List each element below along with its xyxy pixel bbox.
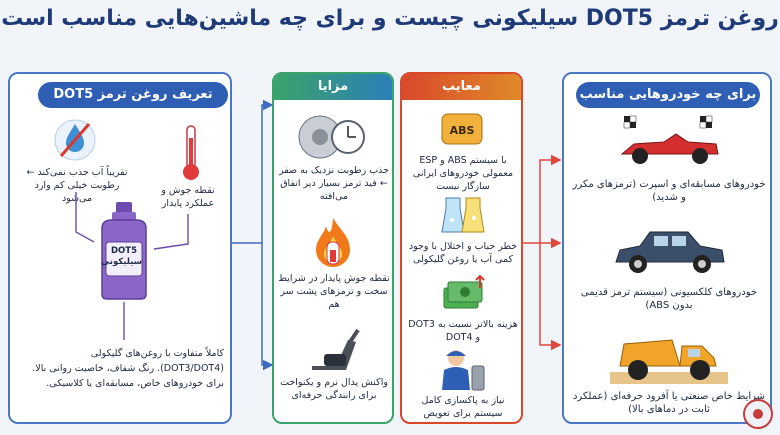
- abs-icon: ABS: [440, 110, 484, 148]
- page-title: روغن ترمز DOT5 سیلیکونی چیست و برای چه م…: [1, 6, 779, 31]
- advantage-1-text: جذب رطوبت نزدیک به صفر ← فید ترمز بسیار …: [278, 165, 390, 202]
- race-car-icon: [614, 114, 724, 170]
- definition-panel: تعریف روغن ترمز DOT5 سیلیکونی تقریباً آب…: [8, 72, 232, 424]
- advantages-panel: مزایا جذب رطوبت نزدیک به صفر ← فید ترمز …: [272, 72, 394, 424]
- advantages-header: مزایا: [274, 74, 392, 100]
- advantage-2-text: نقطه جوش پایدار در شرایط سخت و ترمزهای پ…: [278, 273, 390, 310]
- definition-arrows: [75, 192, 189, 340]
- suitable-header: برای چه خودروهایی مناسب است: [576, 82, 760, 128]
- disadvantage-3-text: هزینه بالاتر نسبت به DOT3 و DOT4: [408, 319, 518, 343]
- advantage-3-text: واکنش پدال نرم و یکنواخت برای رانندگی حر…: [280, 377, 388, 401]
- brake-disc-icon: [298, 112, 368, 162]
- classic-car-icon: [610, 222, 728, 278]
- truck-icon: [610, 328, 728, 386]
- money-icon: [442, 274, 486, 312]
- bottle-label: DOT5 سیلیکونی: [101, 246, 142, 267]
- water-drop-icon: [52, 116, 98, 164]
- disadvantages-panel: معایب ABS با سیستم ABS و ESP معمولی خودر…: [400, 72, 523, 424]
- suitable-panel: برای چه خودروهایی مناسب است خودروهای مسا…: [562, 72, 772, 424]
- disadvantage-4-text: نیاز به پاکسازی کامل سیستم برای تعویض: [421, 395, 505, 419]
- disadvantage-2-text: خطر حباب و اختلال با وجود کمی آب یا روغن…: [408, 241, 518, 265]
- mechanic-icon: [438, 346, 488, 392]
- suitable-3-text: شرایط خاص صنعتی یا آفرود حرفه‌ای (عملکرد…: [572, 391, 766, 415]
- suitable-1-text: خودروهای مسابقه‌ای و اسپرت (ترمزهای مکرر…: [572, 179, 766, 203]
- suitable-2-text: خودروهای کلکسیونی (سیستم ترمز قدیمی بدون…: [580, 287, 758, 311]
- fire-icon: [310, 216, 356, 268]
- svg-text:ABS: ABS: [450, 124, 475, 137]
- brake-disc-logo-icon: [742, 398, 774, 430]
- difference-note: کاملاً متفاوت با روغن‌های گلیکولی (DOT3/…: [32, 348, 224, 389]
- thermometer-icon: [180, 124, 202, 182]
- water-absorption-note: تقریباً آب جذب نمی‌کند ← رطوبت خیلی کم و…: [26, 167, 128, 204]
- beaker-icon: [440, 194, 486, 236]
- pedal-icon: [306, 326, 362, 374]
- disadvantage-1-text: با سیستم ABS و ESP معمولی خودروهای ایران…: [412, 155, 514, 192]
- boiling-point-note: نقطه جوش و عملکرد پایدار: [161, 185, 215, 209]
- definition-header: تعریف روغن ترمز DOT5 سیلیکونی: [38, 82, 228, 128]
- dot5-bottle-icon: [94, 202, 154, 300]
- disadvantages-header: معایب: [402, 74, 521, 100]
